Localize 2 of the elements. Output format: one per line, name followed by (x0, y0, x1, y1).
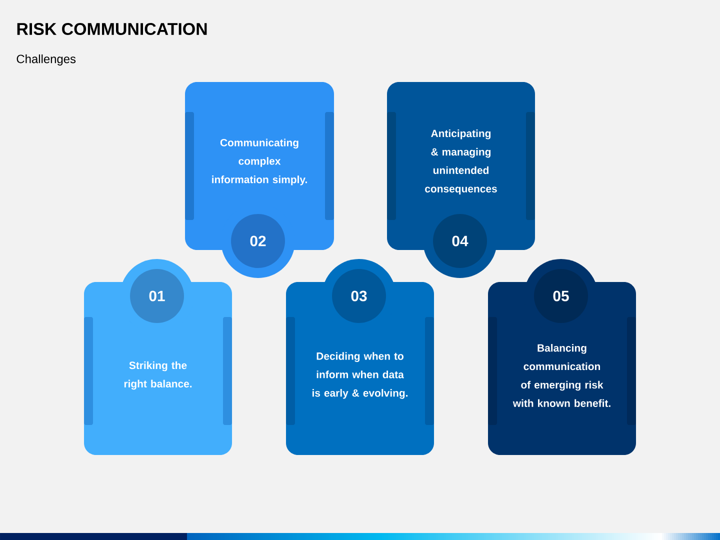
subtitle: Challenges (16, 54, 76, 66)
title: RISK COMMUNICATION (17, 23, 207, 35)
